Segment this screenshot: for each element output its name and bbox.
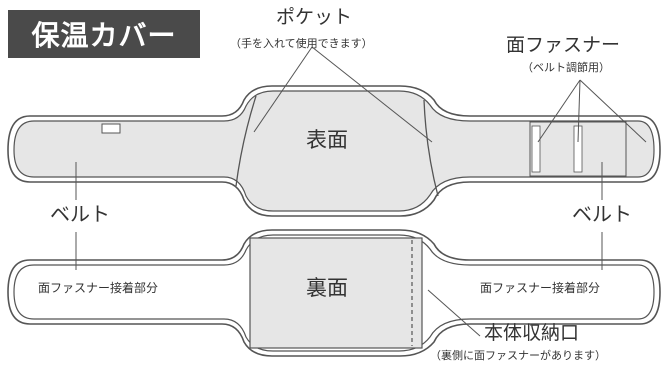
- back-belt: [7, 229, 661, 357]
- back-centre-panel: [249, 237, 423, 349]
- pocket-label: ポケット: [276, 6, 353, 28]
- fastener-strip-2: [573, 125, 583, 173]
- belt-right-label: ベルト: [572, 202, 632, 226]
- title-text: 保温カバー: [31, 19, 177, 52]
- back-face-label: 裏面: [306, 276, 348, 300]
- fastener-attach-left-label: 面ファスナー接着部分: [38, 281, 159, 295]
- leader-fastener-2: [577, 79, 581, 143]
- leader-storage: [427, 289, 481, 337]
- fastener-top-note: （ベルト調節用）: [522, 61, 610, 74]
- belt-tab: [101, 123, 121, 134]
- front-belt-inner: [13, 90, 655, 212]
- pocket-note: （手を入れて使用できます）: [230, 37, 373, 50]
- leader-pocket-right: [311, 46, 433, 143]
- fastener-top-label: 面ファスナー: [506, 34, 621, 56]
- pocket-slit-right: [423, 99, 439, 197]
- storage-opening-note: （裏側に面ファスナーがあります）: [430, 349, 606, 362]
- fastener-strip-1: [531, 125, 541, 173]
- leader-lines: [75, 46, 647, 337]
- leader-pocket-left: [253, 46, 313, 133]
- fastener-attach-right-label: 面ファスナー接着部分: [480, 281, 601, 295]
- title-badge: 保温カバー: [8, 10, 200, 58]
- pocket-slit-left: [235, 95, 257, 187]
- storage-opening-label: 本体収納口: [484, 322, 580, 344]
- leader-fastener-1: [537, 79, 581, 143]
- belt-left-label: ベルト: [50, 202, 110, 226]
- front-face-label: 表面: [306, 128, 348, 152]
- leader-fastener-3: [579, 79, 647, 143]
